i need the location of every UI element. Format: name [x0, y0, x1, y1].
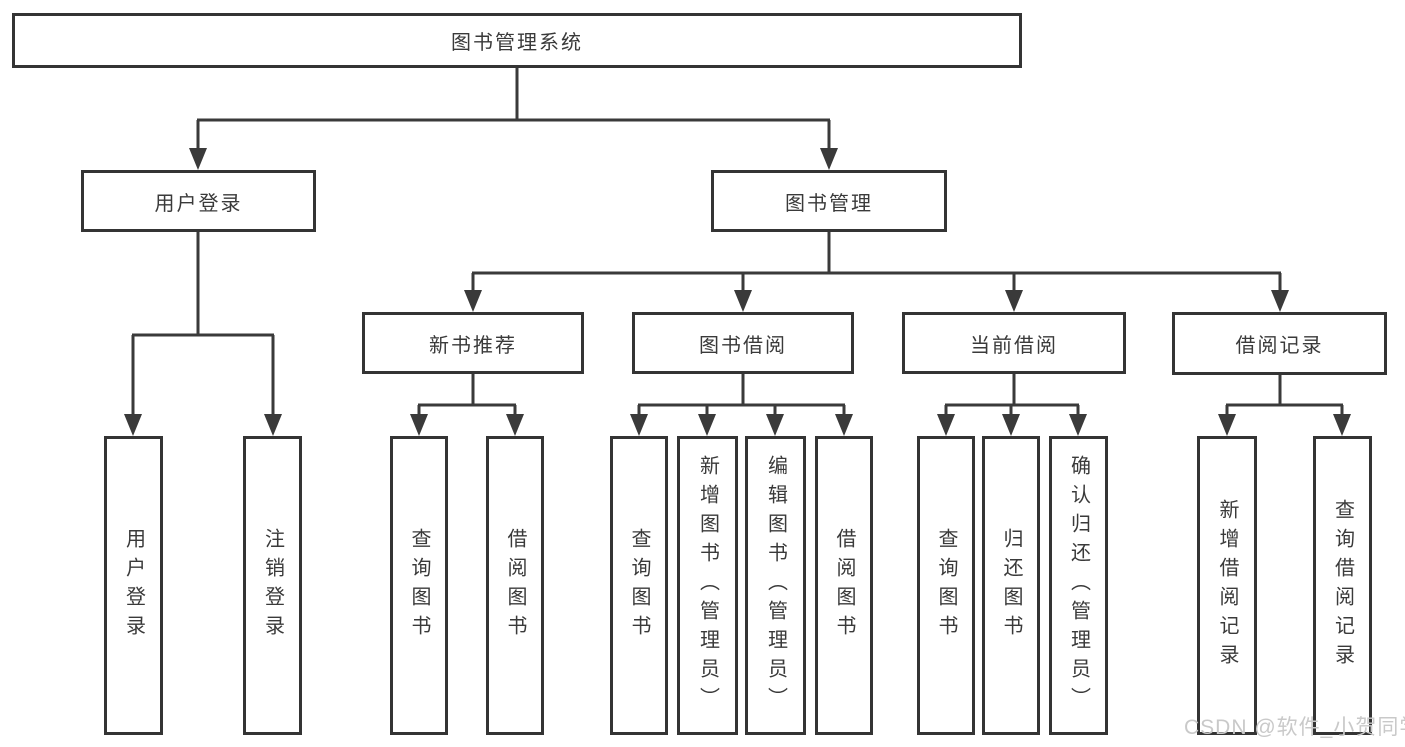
node-current-confirm-return-admin: 确认归还（管理员） [1049, 436, 1108, 735]
node-label: 新书推荐 [429, 334, 517, 357]
node-logout: 注销登录 [243, 436, 302, 735]
node-book-management: 图书管理 [711, 170, 947, 232]
node-label: 图书借阅 [699, 334, 787, 357]
node-label: 新增借阅记录 [1216, 498, 1238, 673]
node-label: 归还图书 [1000, 527, 1022, 644]
node-label: 借阅记录 [1235, 335, 1324, 357]
node-label: 用户登录 [154, 192, 243, 215]
node-label: 借阅图书 [504, 527, 526, 644]
node-label: 图书管理 [785, 192, 873, 215]
node-label: 用户登录 [122, 527, 145, 644]
node-label: 图书管理系统 [451, 32, 583, 54]
node-label: 查询图书 [408, 527, 430, 644]
node-user-login: 用户登录 [81, 170, 316, 232]
node-records-query-record: 查询借阅记录 [1313, 436, 1372, 735]
node-borrowing-query-books: 查询图书 [610, 436, 668, 735]
node-newbooks-query-books: 查询图书 [390, 436, 448, 735]
node-label: 编辑图书（管理员） [764, 455, 787, 716]
node-borrowing-add-book-admin: 新增图书（管理员） [677, 436, 738, 735]
node-label: 查询图书 [628, 527, 650, 644]
node-newbooks-borrow-books: 借阅图书 [486, 436, 544, 735]
node-borrowing-edit-book-admin: 编辑图书（管理员） [745, 436, 806, 735]
node-label: 借阅图书 [833, 527, 855, 644]
node-records-add-record: 新增借阅记录 [1197, 436, 1257, 735]
node-label: 查询图书 [935, 527, 957, 644]
node-borrowing-borrow-books: 借阅图书 [815, 436, 873, 735]
node-user-login-action: 用户登录 [104, 436, 163, 735]
node-label: 注销登录 [261, 527, 284, 644]
node-current-query-books: 查询图书 [917, 436, 975, 735]
arrowheads [124, 148, 1351, 436]
node-label: 确认归还（管理员） [1067, 455, 1090, 716]
connector-line-paths [131, 66, 1344, 416]
watermark: CSDN @软件_小贺同学 [1184, 716, 1405, 739]
node-borrowing-records: 借阅记录 [1172, 312, 1387, 375]
node-label: 新增图书（管理员） [696, 455, 719, 716]
node-book-borrowing: 图书借阅 [632, 312, 854, 374]
node-label: 查询借阅记录 [1331, 498, 1354, 673]
node-book-management-system: 图书管理系统 [12, 13, 1022, 68]
node-label: 当前借阅 [970, 334, 1058, 357]
node-current-return-books: 归还图书 [982, 436, 1040, 735]
node-current-borrowing: 当前借阅 [902, 312, 1126, 374]
node-new-book-recommend: 新书推荐 [362, 312, 584, 374]
